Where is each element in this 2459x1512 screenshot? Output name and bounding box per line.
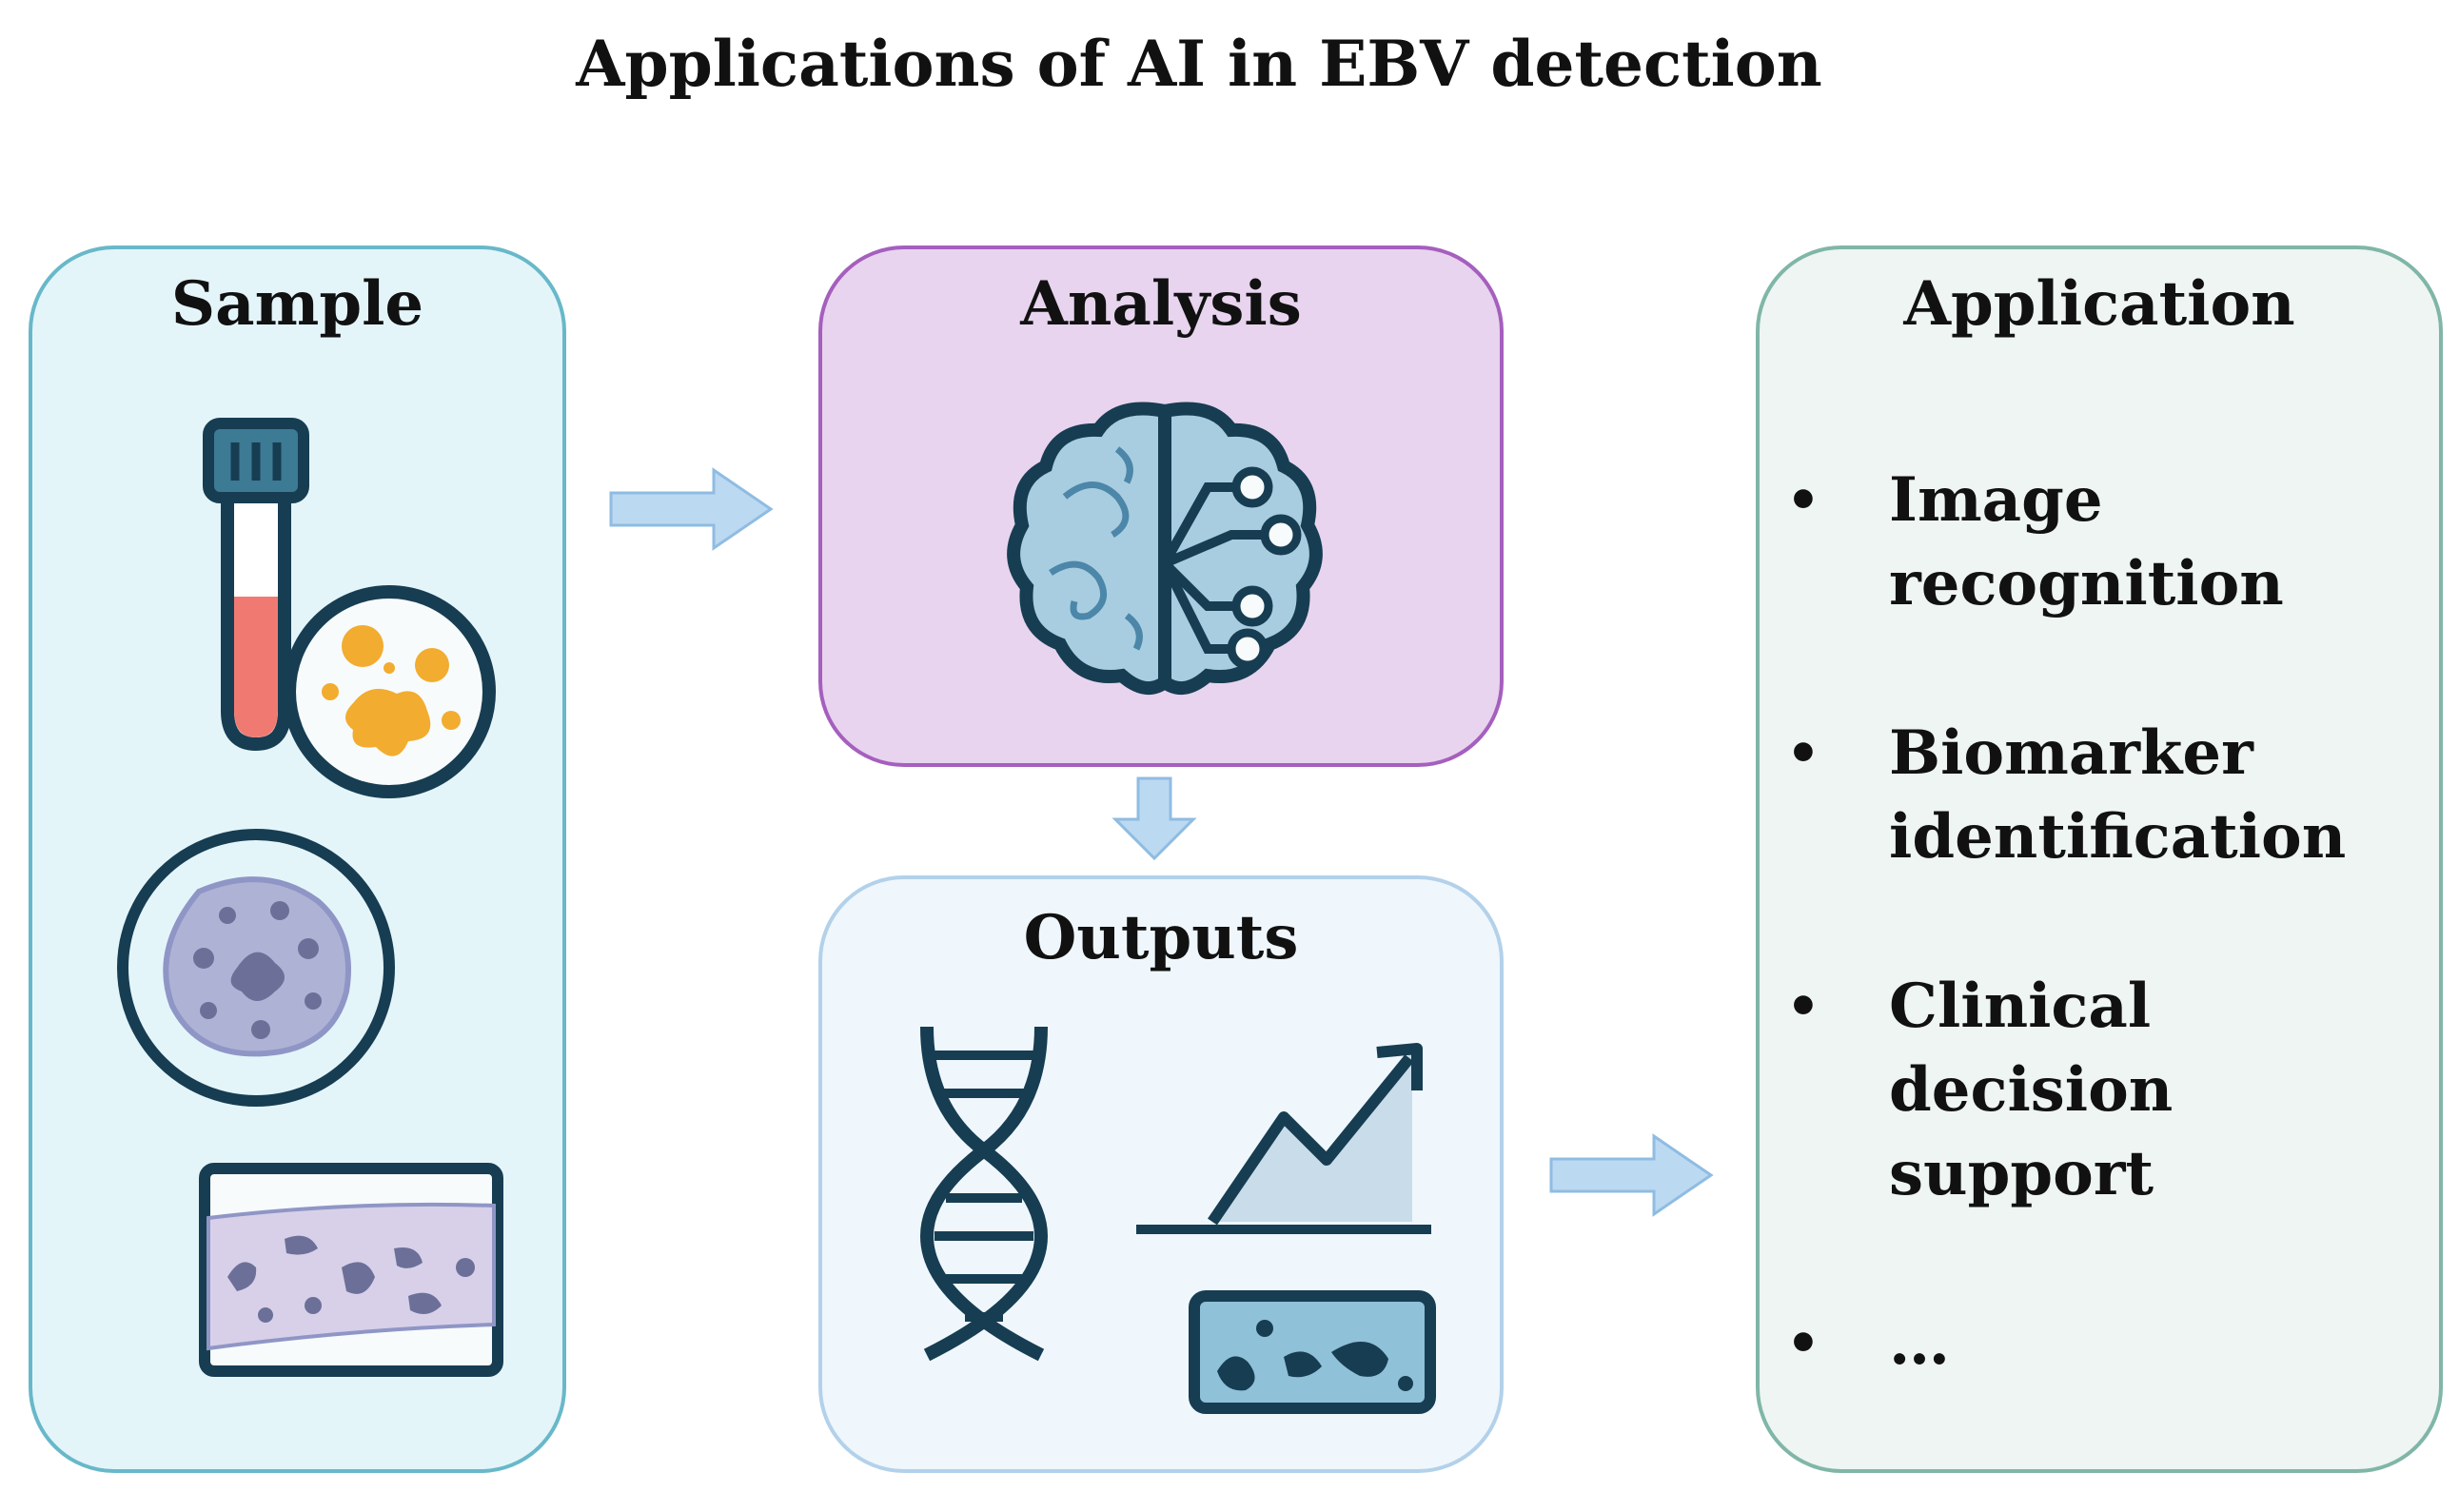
analysis-panel: Analysis	[818, 245, 1504, 767]
item-line1: Clinical decision	[1889, 971, 2174, 1126]
dna-icon	[919, 1026, 1049, 1362]
application-panel: Application • Image recognition • Biomar…	[1756, 245, 2443, 1473]
sample-to-analysis-arrow	[609, 467, 774, 551]
list-item: • Clinical decision support	[1760, 965, 2384, 1216]
list-item: • Image recognition	[1760, 459, 2384, 626]
outputs-to-application-arrow	[1549, 1133, 1714, 1217]
trend-chart-icon	[1136, 1043, 1431, 1234]
bullet: •	[1786, 1312, 1820, 1375]
petri-dish-icon	[283, 585, 496, 798]
application-list: • Image recognition • Biomarker identifi…	[1760, 459, 2384, 1471]
tissue-slide-icon	[199, 1163, 503, 1377]
item-line2: support	[1889, 1138, 2154, 1209]
item-line2: recognition	[1889, 548, 2284, 619]
bullet: •	[1786, 469, 1820, 532]
item-line2: identification	[1889, 801, 2347, 873]
diagram-title: Applications of AI in EBV detection	[576, 27, 1822, 101]
item-line1: …	[1889, 1307, 1950, 1379]
analysis-label: Analysis	[1020, 268, 1302, 340]
slide-result-icon	[1189, 1290, 1436, 1414]
bullet: •	[1786, 722, 1820, 785]
bullet: •	[1786, 975, 1820, 1038]
outputs-panel: Outputs	[818, 875, 1504, 1473]
blood-tube-icon	[203, 418, 309, 752]
application-label: Application	[1903, 268, 2295, 340]
analysis-to-outputs-arrow	[1111, 776, 1197, 861]
sample-panel: Sample	[29, 245, 566, 1473]
ai-brain-icon	[1007, 402, 1323, 696]
list-item: • …	[1760, 1302, 2384, 1385]
sample-label: Sample	[170, 268, 424, 340]
outputs-label: Outputs	[1023, 902, 1299, 973]
cell-icon	[117, 829, 395, 1107]
item-line1: Biomarker	[1889, 717, 2253, 789]
item-line1: Image	[1889, 464, 2103, 536]
list-item: • Biomarker identification	[1760, 712, 2384, 879]
